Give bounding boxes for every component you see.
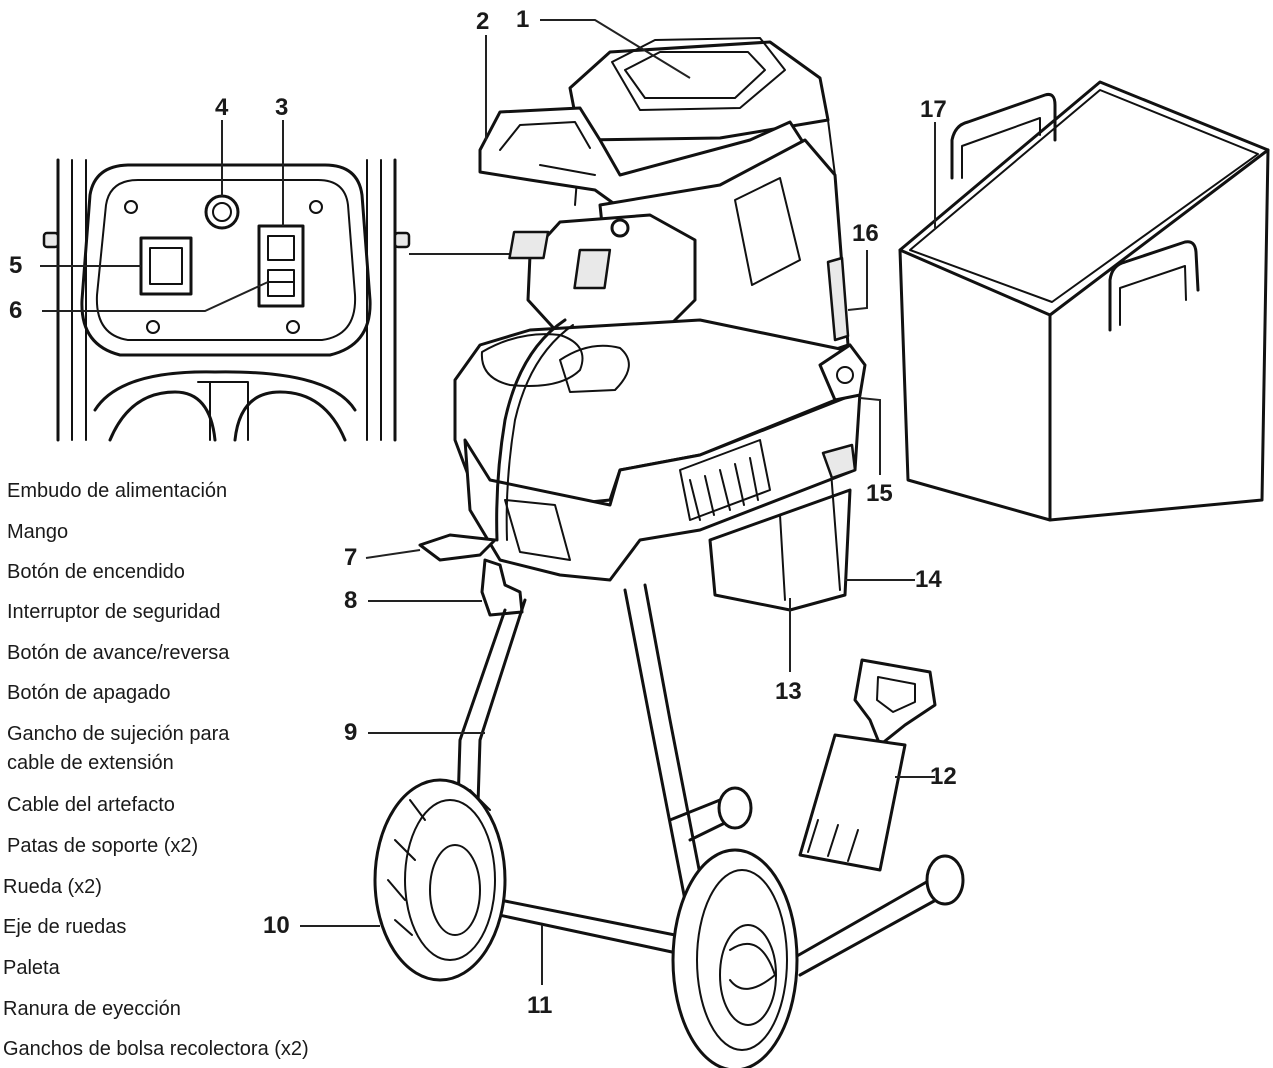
shredder-body xyxy=(418,37,867,617)
callout-14: 14 xyxy=(915,566,942,593)
callout-7: 7 xyxy=(344,544,358,571)
legend-item-13: Ranura de eyección xyxy=(3,998,181,1020)
callout-4: 4 xyxy=(215,94,229,121)
callout-5: 5 xyxy=(9,252,23,279)
legend-item-7a: Gancho de sujeción para xyxy=(7,723,230,745)
callout-11: 11 xyxy=(527,992,553,1019)
callout-13: 13 xyxy=(775,678,802,705)
callout-12: 12 xyxy=(930,763,957,790)
legend-item-10: Rueda (x2) xyxy=(3,876,102,898)
callout-15: 15 xyxy=(866,480,893,507)
legend-item-11: Eje de ruedas xyxy=(3,916,127,938)
legend-item-9: Patas de soporte (x2) xyxy=(7,835,199,857)
legend-item-8: Cable del artefacto xyxy=(7,794,175,816)
callout-8: 8 xyxy=(344,587,358,614)
legend-item-5: Botón de avance/reversa xyxy=(7,642,230,664)
legend-item-6: Botón de apagado xyxy=(7,682,171,704)
callout-9: 9 xyxy=(344,719,358,746)
legend-item-3: Botón de encendido xyxy=(7,561,185,583)
legend-item-7b: cable de extensión xyxy=(7,752,174,774)
callout-2: 2 xyxy=(476,8,490,35)
legend-item-1: Embudo de alimentación xyxy=(7,480,228,502)
callout-1: 1 xyxy=(516,6,530,33)
legend-item-4: Interruptor de seguridad xyxy=(7,601,221,623)
callout-6: 6 xyxy=(9,297,23,324)
callout-10: 10 xyxy=(263,912,290,939)
callout-16: 16 xyxy=(852,220,879,247)
legend-item-2: Mango xyxy=(7,521,69,543)
callout-17: 17 xyxy=(920,96,947,123)
paddle xyxy=(798,658,937,872)
callout-3: 3 xyxy=(275,94,289,121)
stand xyxy=(373,583,965,1068)
leader-lines xyxy=(40,19,936,985)
collection-bag xyxy=(898,80,1270,522)
legend-item-14: Ganchos de bolsa recolectora (x2) xyxy=(3,1038,309,1060)
legend-item-12: Paleta xyxy=(3,957,60,979)
